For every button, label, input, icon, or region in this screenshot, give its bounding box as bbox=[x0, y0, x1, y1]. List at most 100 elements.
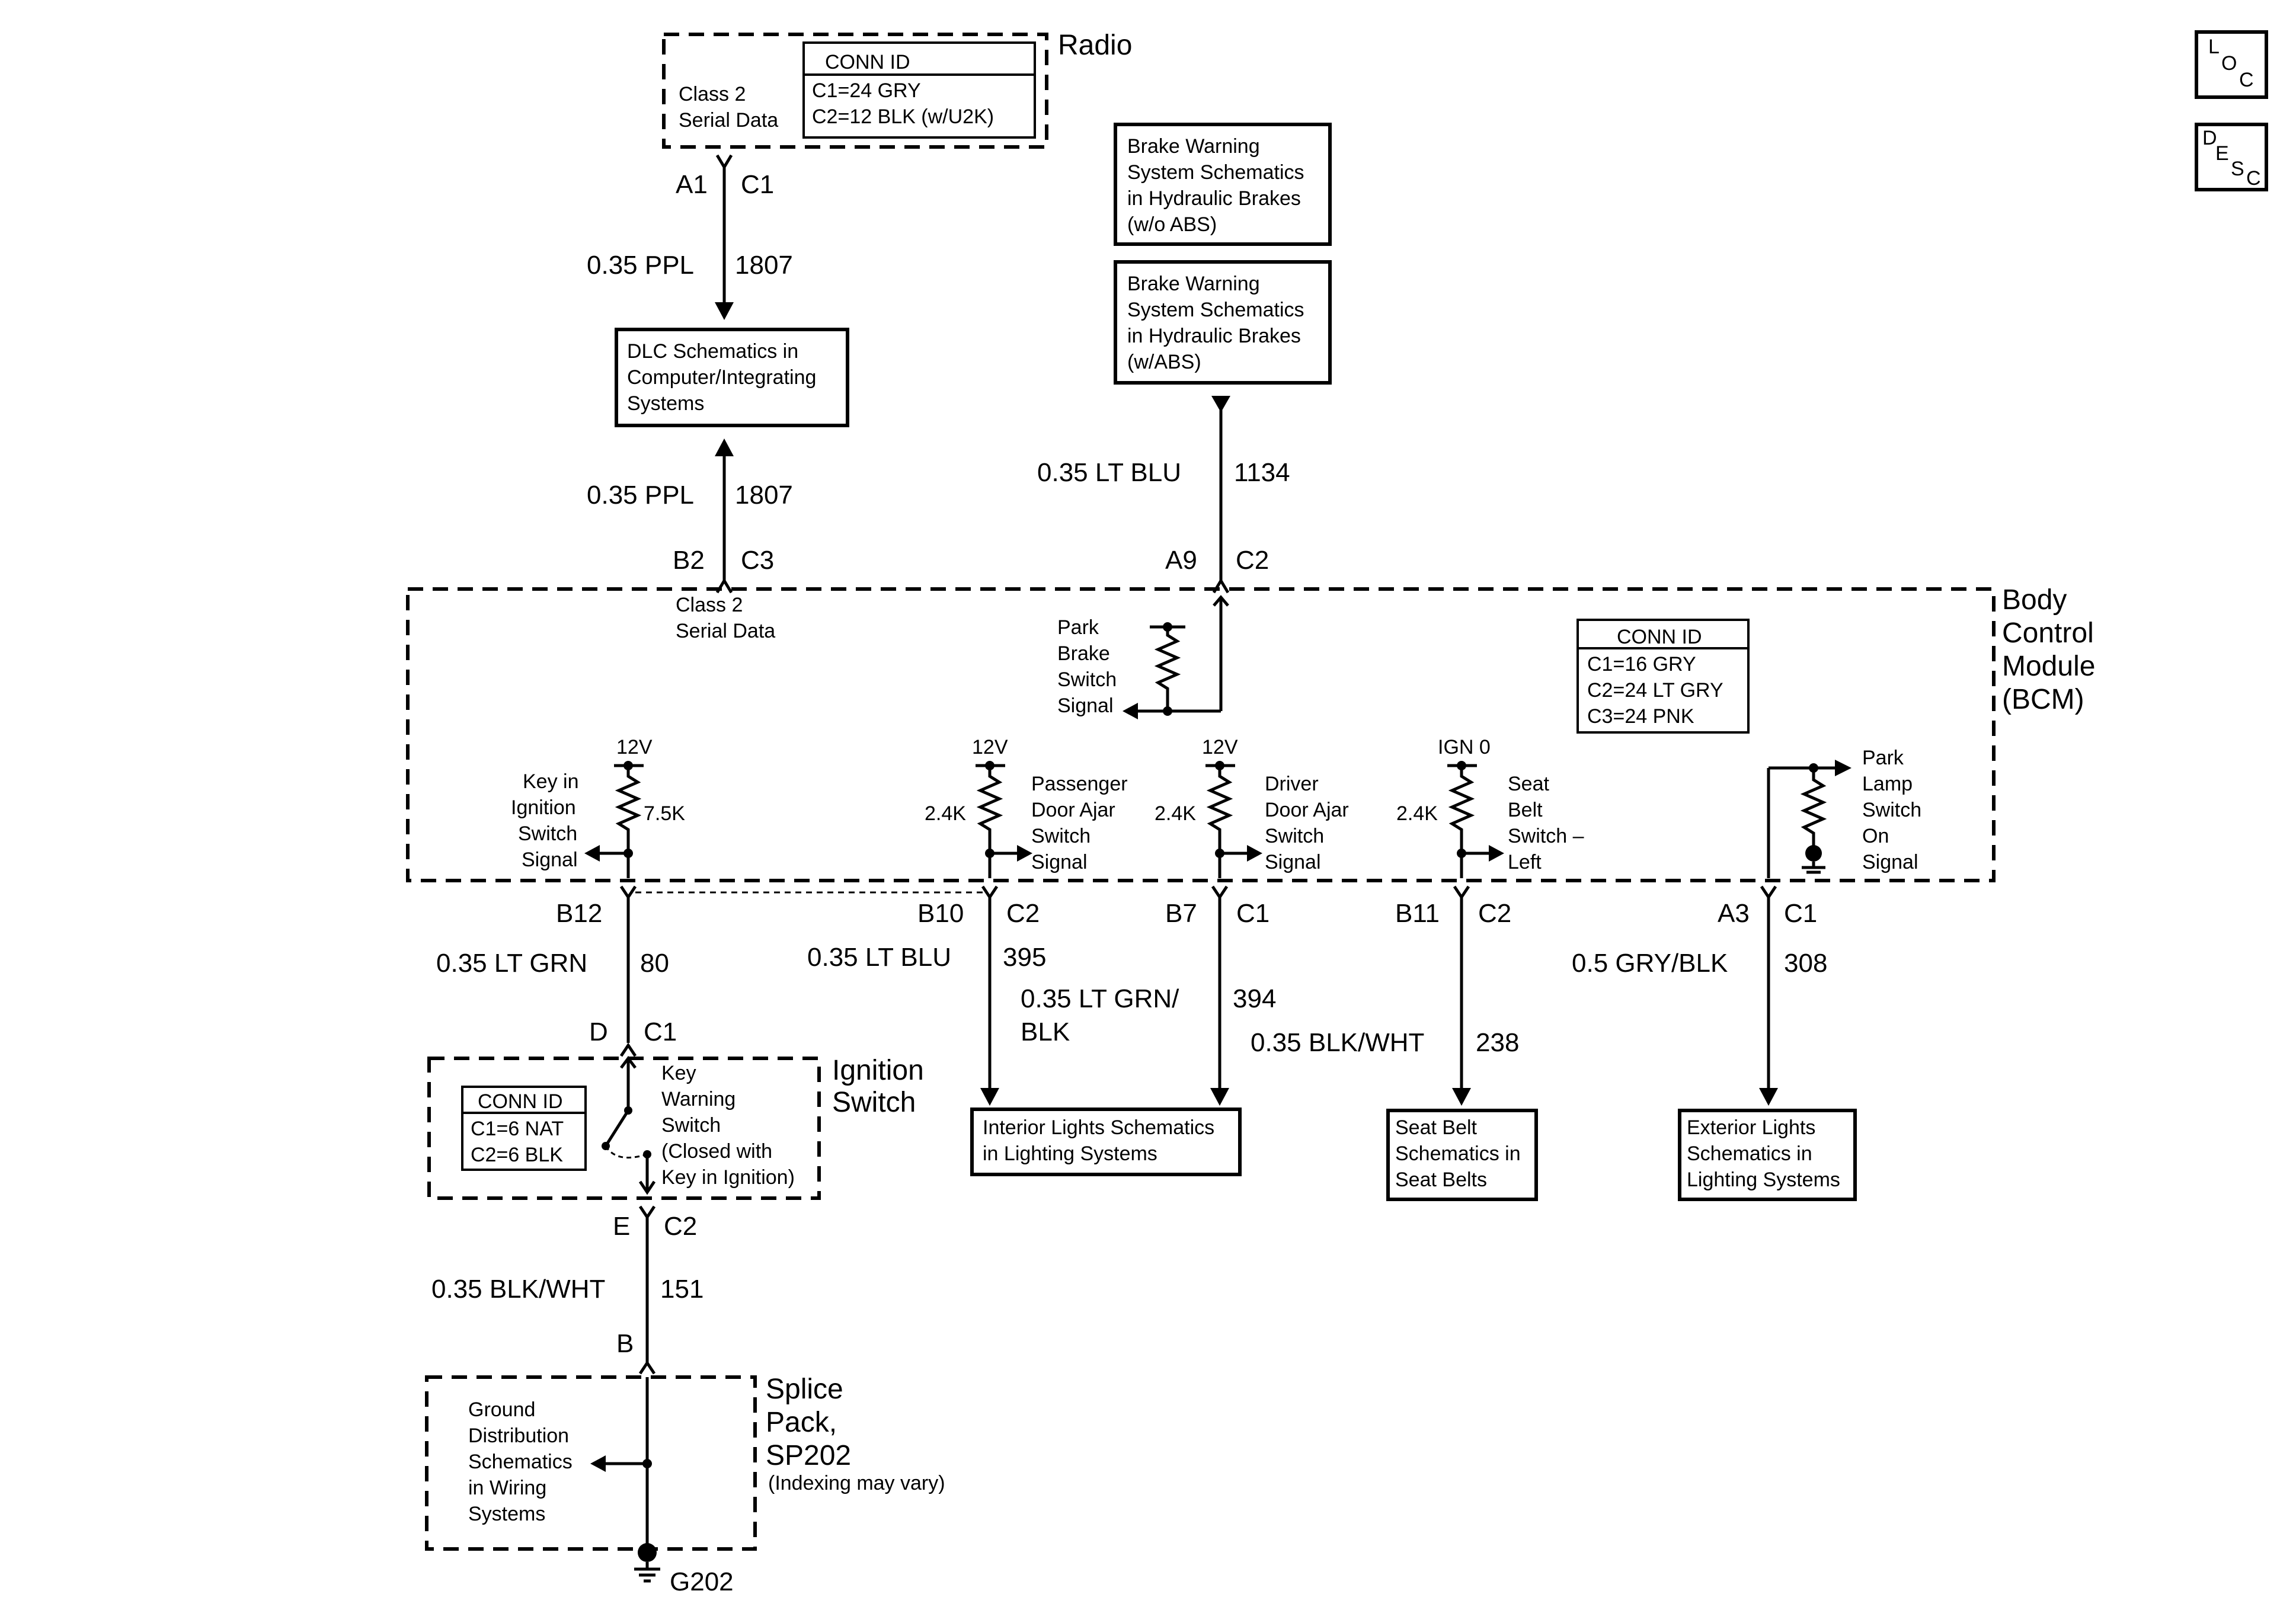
dlc-line2: Computer/Integrating bbox=[627, 366, 816, 389]
radio-module: Radio CONN ID C1=24 GRY C2=12 BLK (w/U2K… bbox=[662, 30, 1132, 149]
wire-1134: 0.35 LT BLU 1134 A9 C2 bbox=[1037, 396, 1290, 594]
splice-title-line1: Splice bbox=[766, 1374, 843, 1405]
bcm-connector-c2-top: C2 bbox=[1236, 546, 1269, 575]
wire-308: A3 C1 0.5 GRY/BLK 308 bbox=[1572, 885, 1827, 1106]
bcm-pin-b10: B10 bbox=[917, 899, 964, 928]
ground-dist-line3: Schematics bbox=[468, 1451, 573, 1473]
radio-conn-c2: C2=12 BLK (w/U2K) bbox=[812, 105, 994, 128]
exterior-lights-box: Exterior Lights Schematics in Lighting S… bbox=[1678, 1109, 1857, 1201]
wire-1807-lower-color: 0.35 PPL bbox=[587, 481, 694, 510]
interior-lights-box: Interior Lights Schematics in Lighting S… bbox=[970, 1108, 1242, 1176]
key-in-resistor: 7.5K bbox=[644, 802, 685, 825]
splice-note: (Indexing may vary) bbox=[768, 1472, 945, 1494]
brake-no-abs-line4: (w/o ABS) bbox=[1127, 213, 1217, 236]
ignition-conn-c1-id: C1=6 NAT bbox=[471, 1118, 564, 1140]
park-brake-line1: Park bbox=[1057, 616, 1099, 639]
driver-line2: Door Ajar bbox=[1265, 799, 1349, 821]
wire-80-circuit: 80 bbox=[640, 949, 669, 978]
wire-395-circuit: 395 bbox=[1003, 943, 1046, 972]
park-lamp-line4: On bbox=[1862, 825, 1889, 847]
ignition-title-line2: Switch bbox=[832, 1087, 916, 1118]
bcm-class2-line1: Class 2 bbox=[676, 594, 743, 616]
ignition-conn-c2: C2 bbox=[664, 1212, 697, 1241]
dlc-line1: DLC Schematics in bbox=[627, 340, 798, 363]
loc-letter-l: L bbox=[2208, 36, 2220, 58]
bcm-conn-c3: C3=24 PNK bbox=[1587, 705, 1694, 728]
key-warning-line5: Key in Ignition) bbox=[661, 1166, 795, 1189]
ignition-pin-e: E bbox=[613, 1212, 630, 1241]
exterior-lights-line1: Exterior Lights bbox=[1687, 1116, 1815, 1139]
interior-lights-line1: Interior Lights Schematics bbox=[983, 1116, 1214, 1139]
park-lamp-line2: Lamp bbox=[1862, 773, 1913, 795]
key-in-line1: Key in bbox=[523, 770, 579, 793]
bcm-class2-line2: Serial Data bbox=[676, 620, 775, 642]
brake-warning-abs-box: Brake Warning System Schematics in Hydra… bbox=[1114, 260, 1332, 385]
wire-394-color-line1: 0.35 LT GRN/ bbox=[1021, 984, 1179, 1013]
ignition-pin-d: D bbox=[589, 1017, 608, 1046]
seat-belt-circuit: IGN 0 2.4K Seat Belt Switch – Left bbox=[1396, 736, 1584, 878]
wire-1807-lower-circuit: 1807 bbox=[735, 481, 793, 510]
wire-151: E C2 0.35 BLK/WHT 151 B bbox=[431, 1205, 703, 1375]
bcm-connector-c3: C3 bbox=[741, 546, 774, 575]
wire-394-circuit: 394 bbox=[1233, 984, 1276, 1013]
ignition-switch: D C1 Ignition Switch CONN ID C1=6 NAT C2… bbox=[427, 1017, 924, 1200]
loc-letter-c: C bbox=[2239, 69, 2254, 91]
passenger-line1: Passenger bbox=[1031, 773, 1128, 795]
wire-394: B7 C1 0.35 LT GRN/ BLK 394 bbox=[1021, 885, 1276, 1106]
driver-door-circuit: 12V 2.4K Driver Door Ajar Switch Signal bbox=[1155, 736, 1349, 878]
park-lamp-line1: Park bbox=[1862, 747, 1904, 769]
passenger-line2: Door Ajar bbox=[1031, 799, 1115, 821]
key-in-line3: Switch bbox=[518, 822, 577, 845]
brake-warning-no-abs-box: Brake Warning System Schematics in Hydra… bbox=[1114, 123, 1332, 246]
desc-icon[interactable]: D E S C bbox=[2195, 123, 2268, 191]
radio-signal-line2: Serial Data bbox=[679, 109, 778, 132]
splice-title-line3: SP202 bbox=[766, 1440, 851, 1471]
brake-abs-line2: System Schematics bbox=[1127, 299, 1304, 321]
brake-no-abs-line2: System Schematics bbox=[1127, 161, 1304, 184]
wire-151-color: 0.35 BLK/WHT bbox=[431, 1275, 605, 1304]
seat-belt-box-line3: Seat Belts bbox=[1395, 1169, 1487, 1191]
ground-dist-line1: Ground bbox=[468, 1398, 535, 1421]
dlc-schematics-box: DLC Schematics in Computer/Integrating S… bbox=[615, 328, 849, 427]
seat-belt-box-line1: Seat Belt bbox=[1395, 1116, 1478, 1139]
bcm-pin-b2: B2 bbox=[673, 546, 705, 575]
radio-title: Radio bbox=[1058, 30, 1132, 61]
key-in-line4: Signal bbox=[522, 849, 578, 871]
seat-belt-line4: Left bbox=[1508, 851, 1542, 873]
ground-g202: G202 bbox=[670, 1567, 734, 1596]
brake-no-abs-line1: Brake Warning bbox=[1127, 135, 1260, 158]
loc-icon[interactable]: L O C bbox=[2195, 30, 2268, 99]
wire-308-circuit: 308 bbox=[1784, 949, 1827, 978]
passenger-voltage: 12V bbox=[972, 736, 1008, 758]
wire-238: B11 C2 0.35 BLK/WHT 238 bbox=[1251, 885, 1519, 1106]
wire-1807-upper-circuit: 1807 bbox=[735, 251, 793, 280]
passenger-resistor: 2.4K bbox=[925, 802, 966, 825]
brake-abs-line3: in Hydraulic Brakes bbox=[1127, 325, 1301, 347]
passenger-line3: Switch bbox=[1031, 825, 1091, 847]
driver-line1: Driver bbox=[1265, 773, 1319, 795]
ground-dist-line5: Systems bbox=[468, 1503, 545, 1525]
park-lamp-line5: Signal bbox=[1862, 851, 1918, 873]
brake-abs-line4: (w/ABS) bbox=[1127, 351, 1201, 373]
key-warning-line4: (Closed with bbox=[661, 1140, 772, 1163]
park-lamp-line3: Switch bbox=[1862, 799, 1921, 821]
wire-238-color: 0.35 BLK/WHT bbox=[1251, 1028, 1424, 1057]
bcm-conn-c2: C2=24 LT GRY bbox=[1587, 679, 1723, 702]
passenger-line4: Signal bbox=[1031, 851, 1088, 873]
ignition-conn-c1: C1 bbox=[644, 1017, 677, 1046]
seat-belt-line1: Seat bbox=[1508, 773, 1549, 795]
bcm-title-line2: Control bbox=[2002, 617, 2094, 649]
bcm-pin-a3-conn: C1 bbox=[1784, 899, 1817, 928]
park-lamp-circuit: Park Lamp Switch On Signal bbox=[1767, 747, 1921, 878]
dlc-line3: Systems bbox=[627, 392, 704, 415]
wire-1134-circuit: 1134 bbox=[1234, 458, 1290, 487]
bcm-pin-b10-conn: C2 bbox=[1006, 899, 1040, 928]
interior-lights-line2: in Lighting Systems bbox=[983, 1142, 1157, 1165]
key-warning-line1: Key bbox=[661, 1062, 696, 1084]
bcm-title-line3: Module bbox=[2002, 651, 2095, 682]
bcm-pin-b11-conn: C2 bbox=[1478, 899, 1511, 928]
key-in-line2: Ignition bbox=[511, 796, 576, 819]
driver-resistor: 2.4K bbox=[1155, 802, 1196, 825]
splice-title-line2: Pack, bbox=[766, 1407, 837, 1438]
park-brake-line4: Signal bbox=[1057, 694, 1114, 717]
